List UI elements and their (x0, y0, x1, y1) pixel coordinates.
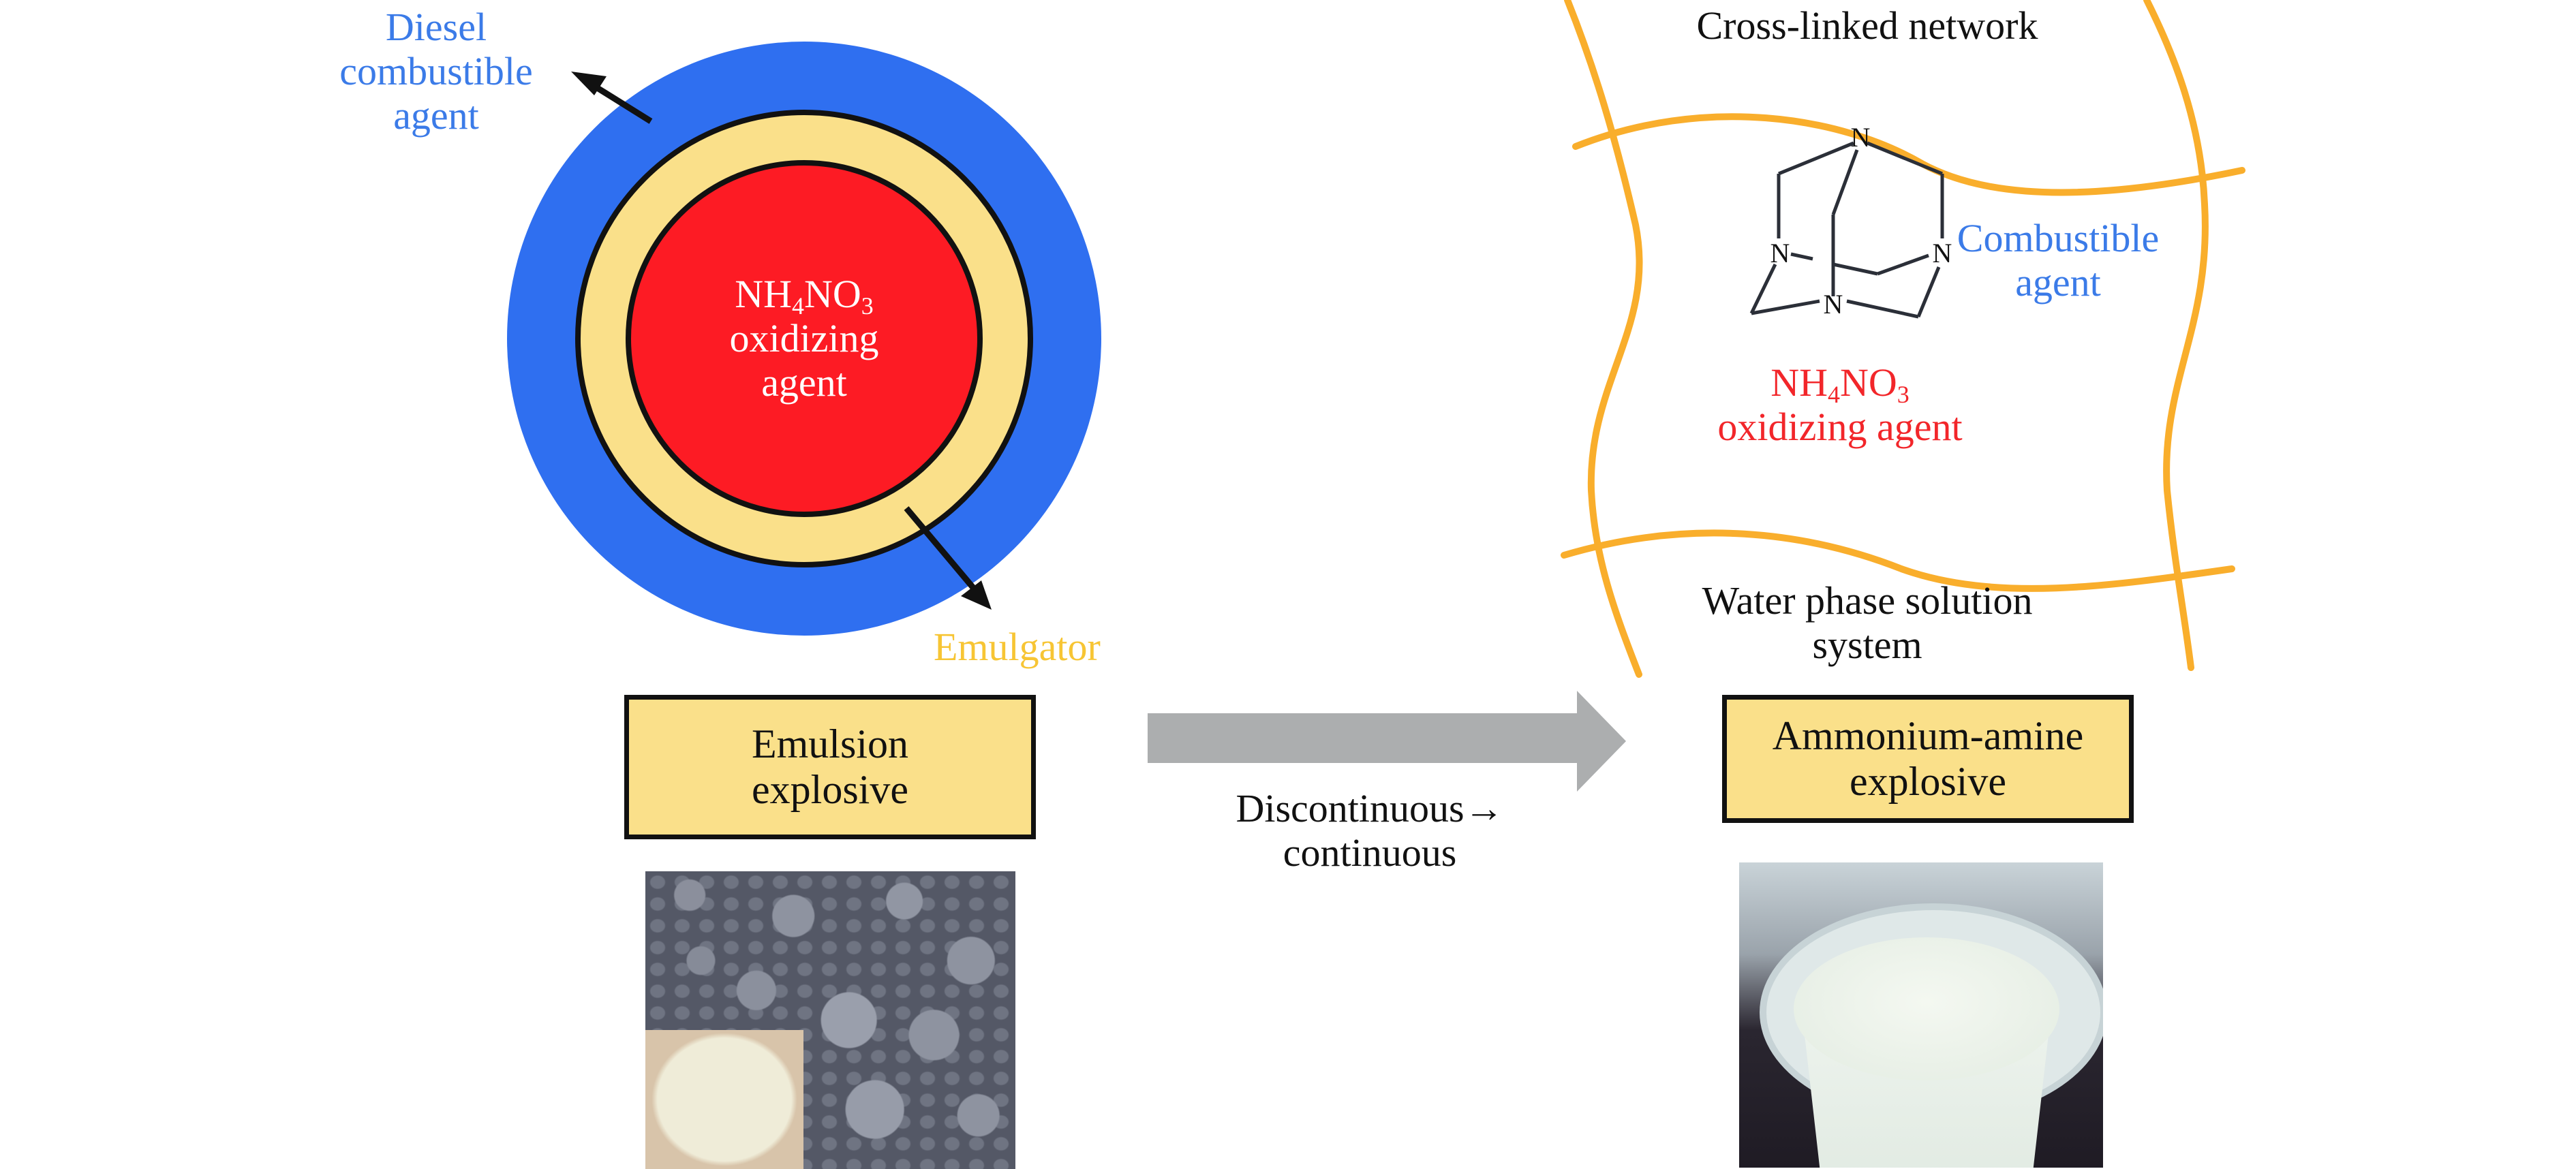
core-label-line: agent (761, 360, 847, 405)
nitrogen-atom: N (1770, 238, 1790, 268)
combustible-label-line: Combustible (1957, 216, 2160, 260)
hexamine-molecule-icon: N N N N (1749, 122, 1952, 319)
diesel-label-line: agent (393, 93, 479, 138)
ammonium-amine-explosive-photo (1739, 862, 2103, 1168)
nitrogen-atom: N (1933, 238, 1952, 268)
powder-inset-photo (645, 1030, 803, 1169)
oxidizer-label-line: oxidizing agent (1717, 404, 1963, 449)
diesel-label: Diesel combustible agent (334, 5, 538, 138)
transition-label-line: Discontinuous→ (1236, 786, 1504, 830)
network-strand (1572, 113, 2245, 196)
solution-label-line: Water phase solution (1702, 578, 2033, 623)
formula-part: NO (804, 272, 861, 316)
transition-arrow (1148, 691, 1626, 792)
formula-part: NH (735, 272, 793, 316)
core-label-line: oxidizing (729, 315, 879, 360)
nitrogen-atom: N (1824, 289, 1843, 319)
emulgator-pointer-arrow (904, 506, 992, 610)
formula-subscript: 3 (1897, 381, 1910, 409)
emulsion-explosive-box: Emulsion explosive (624, 695, 1036, 839)
emulsion-sem-photo (645, 871, 1015, 1169)
oxidizer-formula: NH4NO3 (1663, 360, 2017, 409)
ammonium-amine-explosive-box: Ammonium-amine explosive (1722, 695, 2134, 823)
transition-label-line: continuous (1283, 830, 1457, 875)
network-strand (2143, 0, 2209, 671)
core-label: NH4NO3 oxidizing agent (702, 272, 906, 405)
emulsion-droplet-diagram (507, 42, 1101, 636)
formula-subscript: 4 (792, 292, 804, 320)
box-label-line: explosive (752, 767, 908, 812)
formula-part: NH (1770, 360, 1828, 405)
network-strand (1564, 0, 1643, 678)
solution-label: Water phase solution system (1649, 578, 2085, 668)
diesel-label-line: combustible (339, 48, 533, 93)
cross-linked-network-diagram (1561, 0, 2245, 678)
combustible-label: Combustible agent (1942, 216, 2174, 305)
oxidizer-label: NH4NO3 oxidizing agent (1663, 360, 2017, 450)
emulgator-label: Emulgator (934, 625, 1101, 669)
box-label-line: explosive (1850, 759, 2006, 804)
solution-label-line: system (1812, 622, 1922, 667)
formula-subscript: 3 (861, 292, 874, 320)
combustible-label-line: agent (2015, 260, 2101, 305)
box-label-line: Ammonium-amine (1772, 713, 2084, 758)
box-label-line: Emulsion (751, 721, 908, 766)
diesel-pointer-arrow (571, 72, 653, 124)
network-title: Cross-linked network (1696, 3, 2038, 48)
gel-surface (1794, 937, 2059, 1080)
transition-label: Discontinuous→ continuous (1199, 786, 1540, 875)
oxidizer-core (626, 160, 983, 517)
nitrogen-atom: N (1851, 122, 1871, 153)
network-strand (1561, 529, 2235, 592)
formula-subscript: 4 (1828, 381, 1840, 409)
core-formula: NH4NO3 (702, 272, 906, 320)
formula-part: NO (1840, 360, 1897, 405)
diesel-label-line: Diesel (385, 5, 487, 49)
